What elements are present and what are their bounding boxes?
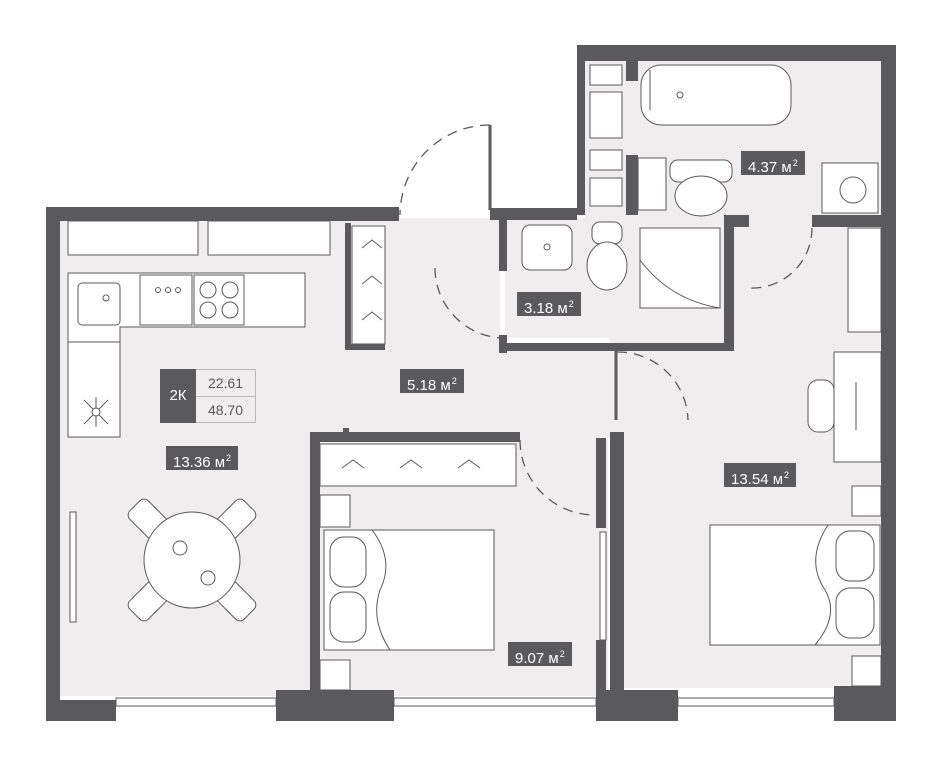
large-bedroom-area-label: 13.54 м2 (724, 463, 797, 488)
dining-table (127, 498, 257, 622)
apartment-type-badge: 2К (160, 369, 196, 423)
apartment-info: 2К 22.61 48.70 (160, 369, 256, 423)
windows (69, 227, 882, 707)
small-bedroom-area-label: 9.07 м2 (508, 642, 572, 667)
toilet-area-label: 3.18 м2 (517, 292, 581, 317)
hallway-wardrobe (351, 225, 386, 345)
small-bedroom-furniture (319, 443, 517, 691)
living-area-value: 22.61 (207, 375, 244, 391)
hallway-area-label: 5.18 м2 (400, 369, 464, 394)
kitchen-living-area-label: 13.36 м2 (166, 446, 239, 471)
total-area-value: 48.70 (196, 396, 255, 423)
large-bedroom-furniture (709, 351, 882, 687)
door-swings (399, 124, 813, 516)
bathroom-fixtures (589, 64, 879, 217)
toilet-room-fixtures (521, 221, 721, 309)
bathroom-area-label: 4.37 м2 (741, 151, 805, 176)
walls (46, 45, 896, 721)
door-leaves (488, 125, 618, 420)
kitchen-furniture (67, 220, 331, 438)
apartment-areas: 22.61 48.70 (196, 369, 256, 423)
